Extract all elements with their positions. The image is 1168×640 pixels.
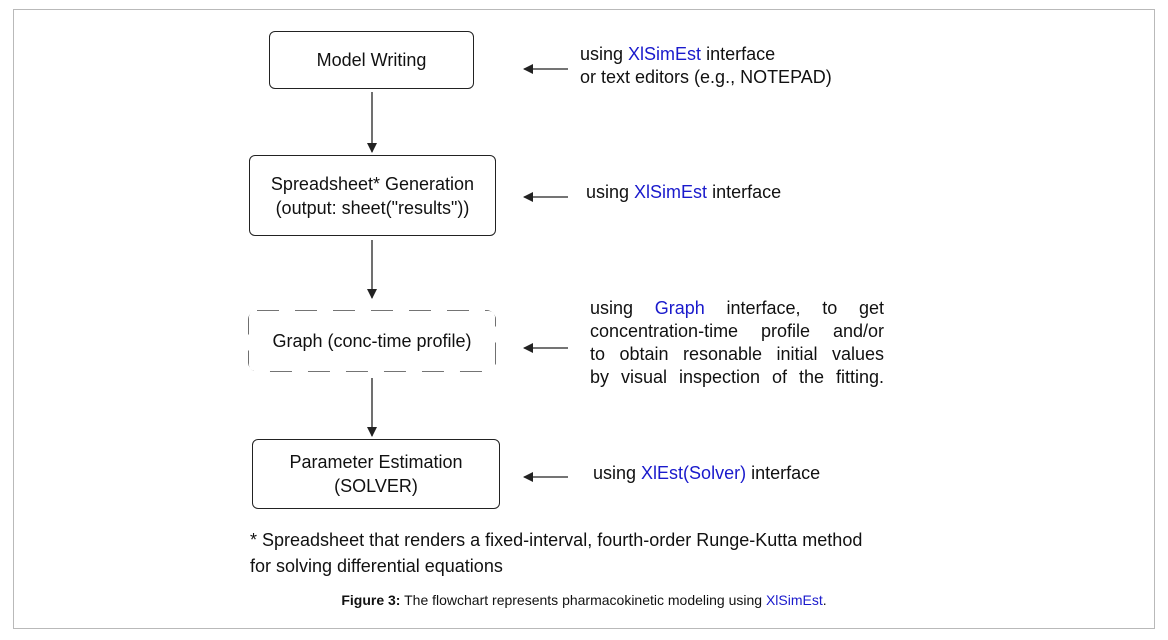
caption-end: . bbox=[822, 592, 827, 608]
footnote-line1: * Spreadsheet that renders a fixed-inter… bbox=[250, 530, 863, 550]
caption-link[interactable]: XlSimEst bbox=[765, 592, 823, 608]
step4-label: Parameter Estimation bbox=[289, 452, 463, 472]
figure-frame bbox=[13, 9, 1155, 629]
figure-caption: Figure 3: The flowchart represents pharm… bbox=[0, 592, 1168, 608]
note3-line2: concentration-time profile and/or bbox=[590, 321, 884, 341]
note3-suffix: interface, to get bbox=[726, 298, 885, 318]
note4-prefix: using bbox=[593, 463, 637, 483]
step1-label: Model Writing bbox=[316, 50, 427, 70]
note3-tool-link[interactable]: Graph bbox=[654, 298, 705, 318]
note2-tool-link[interactable]: XlSimEst bbox=[634, 182, 708, 202]
caption-text: The flowchart represents pharmacokinetic… bbox=[404, 592, 763, 608]
note3-prefix: using bbox=[590, 298, 634, 318]
note-graph: using Graph interface, to get concentrat… bbox=[590, 297, 884, 389]
note-model-writing: using XlSimEst interface or text editors… bbox=[580, 43, 832, 89]
note1-prefix: using bbox=[580, 44, 624, 64]
note1-tool-link[interactable]: XlSimEst bbox=[628, 44, 702, 64]
note2-prefix: using bbox=[586, 182, 630, 202]
caption-label: Figure 3: bbox=[341, 592, 401, 608]
note3-line3: to obtain resonable initial values bbox=[590, 344, 884, 364]
step2-label: Spreadsheet* Generation bbox=[270, 173, 475, 194]
note1-line2: or text editors (e.g., NOTEPAD) bbox=[580, 67, 832, 87]
step-spreadsheet-generation: Spreadsheet* Generation (output: sheet("… bbox=[249, 155, 496, 236]
step2-sublabel: (output: sheet("results")) bbox=[275, 197, 470, 218]
step-model-writing: Model Writing bbox=[269, 31, 474, 89]
note2-suffix: interface bbox=[712, 182, 782, 202]
note4-suffix: interface bbox=[751, 463, 821, 483]
note-parameter-estimation: using XlEst(Solver) interface bbox=[593, 462, 820, 485]
step4-sublabel: (SOLVER) bbox=[334, 476, 418, 496]
note-spreadsheet: using XlSimEst interface bbox=[586, 181, 781, 204]
step-parameter-estimation: Parameter Estimation (SOLVER) bbox=[252, 439, 500, 509]
footnote-line2: for solving differential equations bbox=[250, 556, 503, 576]
note1-suffix: interface bbox=[706, 44, 776, 64]
step-graph: Graph (conc-time profile) bbox=[249, 311, 495, 371]
note3-line4: by visual inspection of the fitting. bbox=[590, 367, 884, 387]
note4-tool-link[interactable]: XlEst(Solver) bbox=[641, 463, 747, 483]
step3-label: Graph (conc-time profile) bbox=[272, 331, 472, 351]
footnote: * Spreadsheet that renders a fixed-inter… bbox=[250, 527, 862, 579]
